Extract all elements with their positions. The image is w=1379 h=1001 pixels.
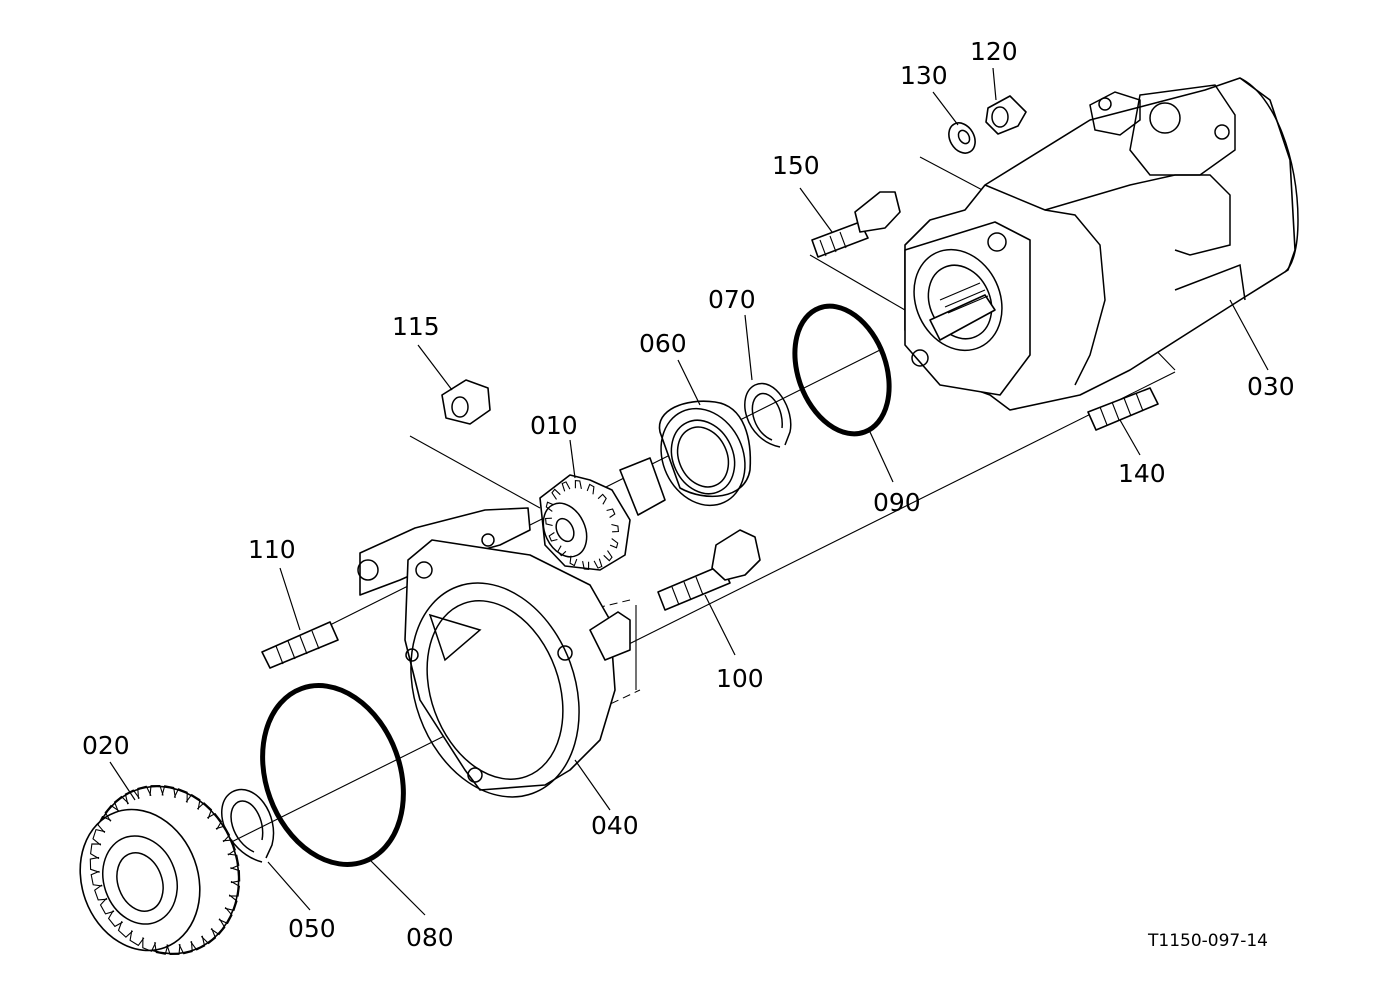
label-090: 090 [873,488,921,517]
o-ring-080 [260,683,406,867]
label-140: 140 [1118,459,1166,488]
stud-110 [261,621,339,669]
bearing-060 [658,400,752,507]
gear-cover-040 [357,507,637,798]
label-130: 130 [900,61,948,90]
nut-115 [441,379,491,425]
label-070: 070 [708,285,756,314]
leader-lines [109,67,1269,916]
label-040: 040 [591,811,639,840]
snap-ring-050 [221,789,275,863]
label-115: 115 [392,312,440,341]
part-labels: 010 020 030 040 050 060 070 080 090 100 … [82,37,1295,952]
label-030: 030 [1247,372,1295,401]
stud-140 [1087,387,1159,431]
label-110: 110 [248,535,296,564]
bolt-150 [811,191,901,258]
pump-body-030 [904,77,1299,411]
bolt-100 [657,529,761,611]
o-ring-090 [792,303,892,437]
snap-ring-070 [744,382,792,448]
label-150: 150 [772,151,820,180]
label-020: 020 [82,731,130,760]
drawing-reference-code: T1150-097-14 [1147,931,1268,951]
label-120: 120 [970,37,1018,66]
nut-120 [985,95,1027,135]
label-050: 050 [288,914,336,943]
washer-130 [948,122,976,154]
label-060: 060 [639,329,687,358]
label-010: 010 [530,411,578,440]
label-080: 080 [406,923,454,952]
gear-020 [79,784,241,956]
gear-shaft-010 [539,457,666,571]
label-100: 100 [716,664,764,693]
